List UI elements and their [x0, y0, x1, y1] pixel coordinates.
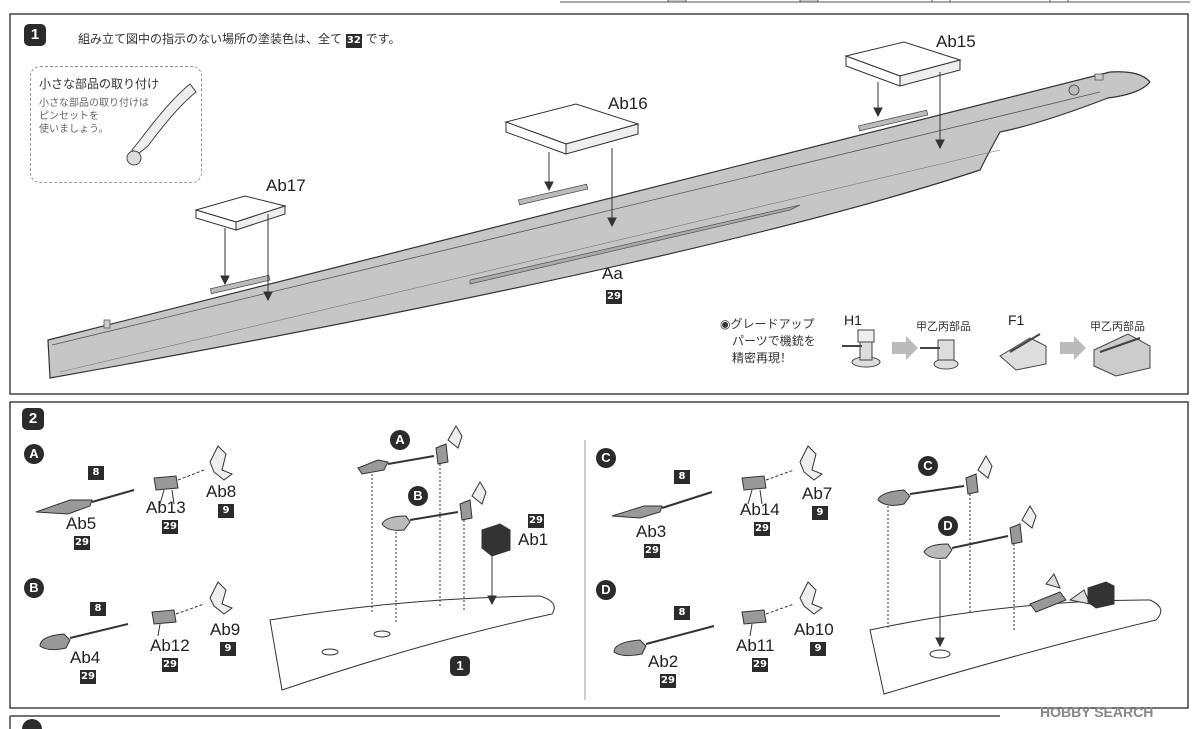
- color-badge-ab10: 9: [810, 642, 826, 656]
- group-d-parts-drawing: [613, 581, 824, 657]
- step-2-number: 2: [22, 408, 44, 430]
- color-badge-shaft-a: 8: [88, 466, 104, 480]
- label-ab8: Ab8: [206, 482, 237, 501]
- label-ab13: Ab13: [146, 498, 186, 517]
- label-ab1: Ab1: [518, 530, 549, 549]
- label-ab17: Ab17: [266, 176, 306, 195]
- watermark: HOBBY SEARCH: [1040, 704, 1153, 720]
- tip-box: 小さな部品の取り付け 小さな部品の取り付けは ピンセットを 使いましょう。: [30, 66, 202, 183]
- color-badge-shaft-b: 8: [90, 602, 106, 616]
- group-b-parts-drawing: [39, 581, 234, 651]
- instruction-suffix: です。: [365, 32, 401, 46]
- marker-a: A: [24, 444, 44, 464]
- color-badge-ab14: 29: [754, 522, 770, 536]
- part-ab17-drawing: [194, 195, 287, 302]
- upgrade-f1-drawing: [999, 333, 1151, 377]
- label-aa: Aa: [602, 264, 623, 283]
- color-badge-ab2: 29: [660, 674, 676, 688]
- color-badge-ab7: 9: [812, 506, 828, 520]
- label-f1: F1: [1008, 312, 1025, 328]
- label-ab14: Ab14: [740, 500, 780, 519]
- label-ab5: Ab5: [66, 514, 97, 533]
- upgrade-note: ◉グレードアップ パーツで機銃を 精密再現！: [720, 316, 816, 367]
- upgrade-h1-drawing: [842, 329, 959, 370]
- label-ab16: Ab16: [608, 94, 648, 113]
- tip-line-1: 小さな部品の取り付けは: [39, 98, 149, 109]
- assembly-marker-c: C: [918, 456, 938, 476]
- group-a-parts-drawing: [35, 445, 234, 515]
- color-badge-ab1: 29: [528, 514, 544, 528]
- marker-c: C: [596, 448, 616, 468]
- label-ab10: Ab10: [794, 620, 834, 639]
- assembly-marker-d: D: [938, 516, 958, 536]
- top-legend-strip: [560, 0, 1190, 3]
- step2-frame: [9, 401, 1189, 709]
- instruction-text: 組み立て図中の指示のない場所の塗装色は、全て: [78, 32, 343, 46]
- assembly-marker-b: B: [408, 486, 428, 506]
- assembly-marker-a: A: [390, 430, 410, 450]
- marker-d: D: [596, 580, 616, 600]
- hull-aa-drawing: [47, 71, 1151, 379]
- color-badge-ab11: 29: [752, 658, 768, 672]
- tip-line-3: 使いましょう。: [39, 124, 109, 135]
- step-1-number: 1: [24, 24, 46, 46]
- part-ab15-drawing: [844, 41, 962, 150]
- tip-line-2: ピンセットを: [39, 111, 99, 122]
- label-ab12: Ab12: [150, 636, 190, 655]
- marker-b: B: [24, 578, 44, 598]
- step-1-instruction: 組み立て図中の指示のない場所の塗装色は、全て 32 です。: [78, 30, 400, 48]
- color-badge-ab9: 9: [220, 642, 236, 656]
- upgrade-line-2: パーツで機銃を: [732, 334, 816, 348]
- left-assembly-drawing: [269, 425, 555, 691]
- color-badge-ab3: 29: [644, 544, 660, 558]
- upgrade-line-1: ◉グレードアップ: [720, 317, 815, 331]
- tweezers-drawing: [126, 83, 197, 166]
- tip-body: 小さな部品の取り付けは ピンセットを 使いましょう。: [39, 97, 149, 136]
- step1-frame: [9, 13, 1189, 395]
- label-ab2: Ab2: [648, 652, 679, 671]
- ref-step-1: 1: [450, 656, 470, 676]
- watermark-text: HOBBY SEARCH: [1040, 704, 1154, 720]
- color-badge-ab8: 9: [218, 504, 234, 518]
- part-ab16-drawing: [504, 103, 640, 228]
- color-badge-ab5: 29: [74, 536, 90, 550]
- upgrade-line-3: 精密再現！: [732, 351, 793, 365]
- label-h1: H1: [844, 312, 862, 328]
- group-c-parts-drawing: [611, 445, 824, 519]
- color-badge: 32: [345, 34, 362, 48]
- label-ab15: Ab15: [936, 32, 976, 51]
- right-assembly-drawing: [869, 455, 1162, 695]
- label-f1-result: 甲乙丙部品: [1090, 320, 1145, 333]
- color-badge-aa: 29: [606, 290, 622, 304]
- label-ab3: Ab3: [636, 522, 667, 541]
- color-badge-ab4: 29: [80, 670, 96, 684]
- color-badge-shaft-c: 8: [674, 470, 690, 484]
- color-badge-shaft-d: 8: [674, 606, 690, 620]
- color-badge-ab13: 29: [162, 520, 178, 534]
- label-ab7: Ab7: [802, 484, 833, 503]
- color-badge-ab12: 29: [162, 658, 178, 672]
- label-ab9: Ab9: [210, 620, 241, 639]
- label-ab11: Ab11: [736, 636, 775, 655]
- label-ab4: Ab4: [70, 648, 101, 667]
- label-h1-result: 甲乙丙部品: [916, 320, 971, 333]
- tip-title: 小さな部品の取り付け: [39, 77, 160, 91]
